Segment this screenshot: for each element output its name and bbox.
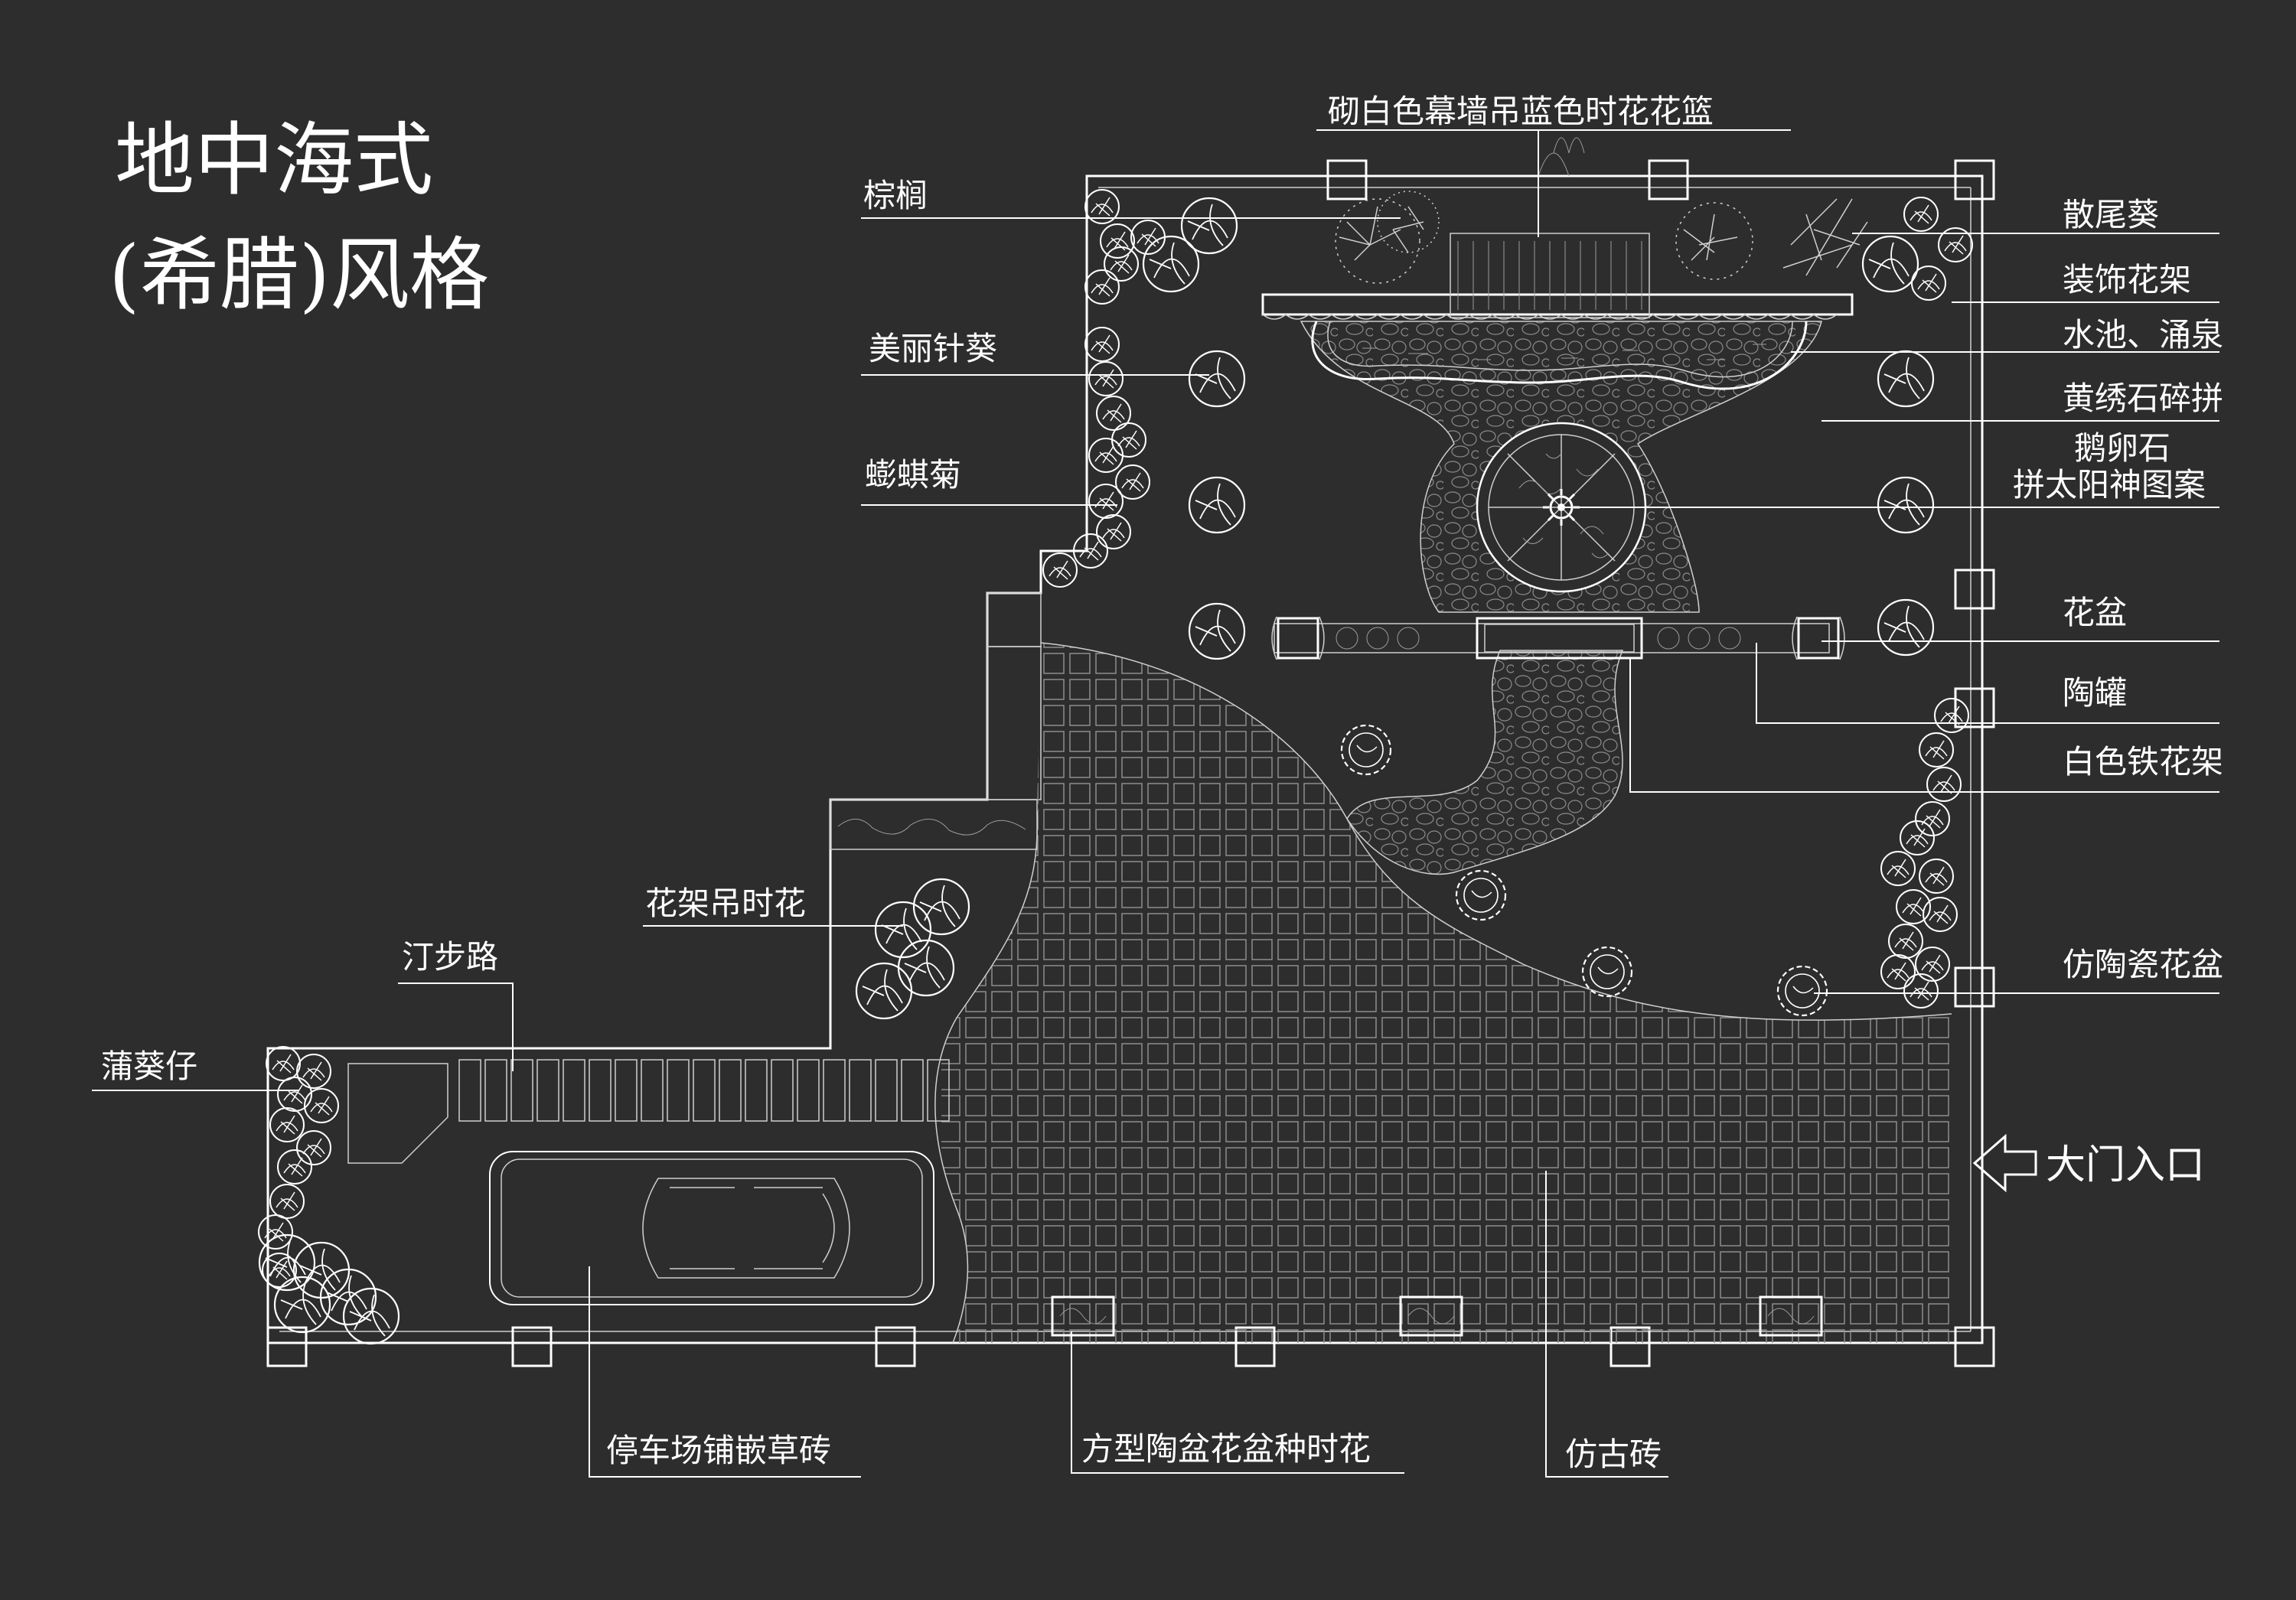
label-ceramic-pot: 仿陶瓷花盆 [2063,946,2223,983]
label-pebble-line-2: 拼太阳神图案 [2013,466,2206,503]
label-white-iron-rack: 白色铁花架 [2063,743,2223,780]
west-planting [1042,189,1246,660]
label-hanging-flowers: 花架吊时花 [645,885,806,922]
label-antique-tile: 仿古砖 [1565,1435,1662,1473]
antique-tile-paving [934,642,1952,1344]
car [489,1151,934,1305]
title-line-2: (希腊)风格 [109,228,489,321]
label-flower-pot: 花盆 [2063,594,2127,631]
gate-arrow-icon [1972,1133,2037,1193]
label-pebble-line-1: 鹅卵石 [2074,429,2170,467]
label-gate: 大门入口 [2046,1142,2205,1188]
white-iron-rack [1271,616,1845,660]
label-square-pots: 方型陶盆花盆种时花 [1081,1430,1371,1468]
label-palm: 棕榈 [863,177,928,214]
leader-lines [92,129,2219,1478]
label-top-wall: 砌白色幕墙吊蓝色时花花篮 [1328,93,1714,130]
parking-area [347,1059,950,1164]
label-washingtonia: 散尾葵 [2063,196,2159,233]
top-planting [1335,137,1868,284]
label-deco-rack: 装饰花架 [2063,261,2191,298]
square-pots [1051,1295,1823,1337]
fan-palm-strip [258,1046,400,1345]
label-fan-palm: 蒲葵仔 [101,1048,197,1085]
label-pool: 水池、涌泉 [2063,316,2223,354]
label-beauty-palm: 美丽针葵 [869,330,997,367]
title-line-1: 地中海式 [115,113,433,207]
label-yellow-stone: 黄绣石碎拼 [2063,380,2223,417]
pool [1261,233,1854,390]
label-stepping-path: 汀步路 [402,938,498,976]
hanging-flower-trees [855,878,970,1020]
label-pottery-jar: 陶罐 [2063,674,2127,712]
label-parking: 停车场铺嵌草砖 [606,1432,831,1469]
label-cosmos: 蟛蜞菊 [865,456,961,494]
